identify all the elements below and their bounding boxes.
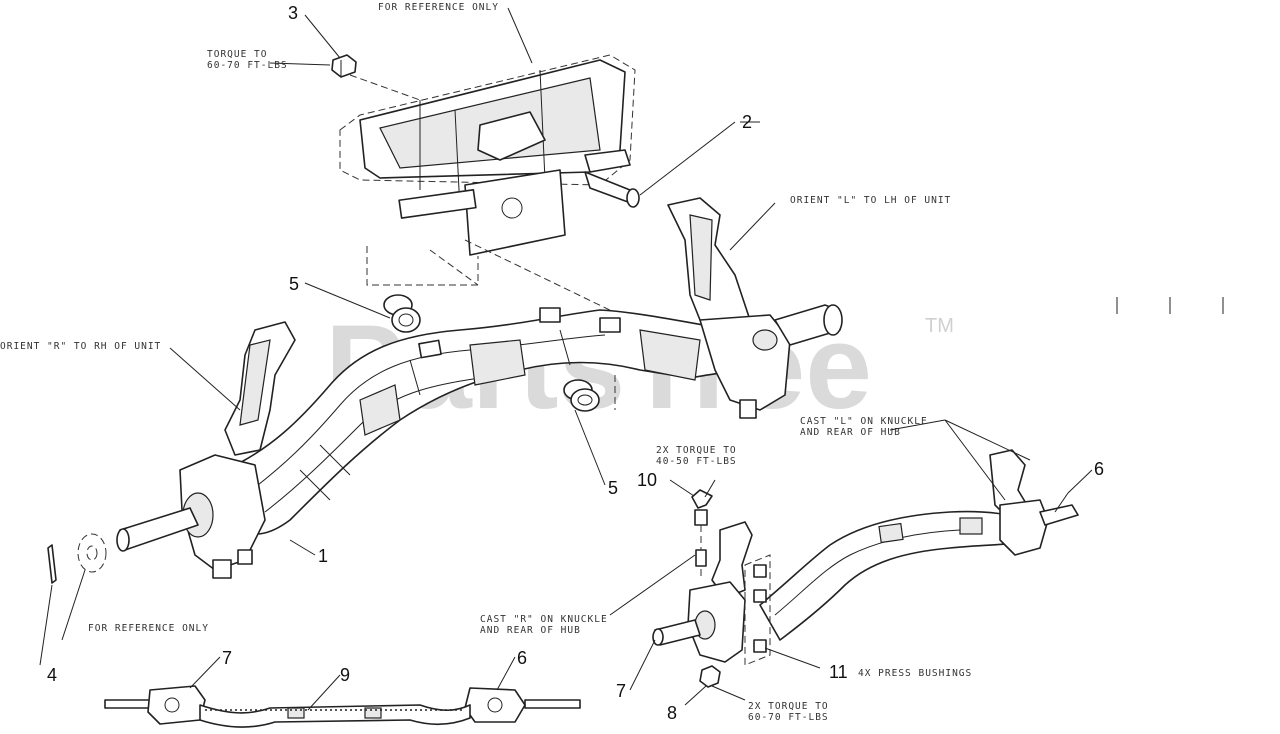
note-torque-10-line2: 40-50 FT-LBS — [656, 456, 737, 467]
lock-nut — [331, 54, 357, 78]
callout-5-upper: 5 — [289, 274, 299, 294]
leader-lines — [39, 7, 1093, 711]
callout-8: 8 — [667, 703, 677, 723]
callout-7-bottom: 7 — [222, 648, 232, 668]
frame-bracket-reference — [339, 54, 636, 256]
note-torque-3-line1: TORQUE TO — [207, 49, 267, 60]
alignment-lines — [349, 74, 621, 410]
note-cast-r-line1: CAST "R" ON KNUCKLE — [480, 614, 608, 625]
pivot-pin — [584, 171, 640, 208]
note-press-bushings: 4X PRESS BUSHINGS — [858, 668, 972, 679]
callout-2: 2 — [742, 112, 752, 132]
callout-11: 11 — [829, 662, 848, 682]
callout-4: 4 — [47, 665, 57, 685]
note-cast-l-line2: AND REAR OF HUB — [800, 427, 901, 438]
note-torque-8-line2: 60-70 FT-LBS — [748, 712, 829, 723]
edge-marks — [1116, 297, 1224, 314]
callout-10: 10 — [637, 470, 657, 490]
cotter-pin — [47, 544, 57, 584]
bushing-lower — [563, 379, 600, 412]
note-cast-l-line1: CAST "L" ON KNUCKLE — [800, 416, 928, 427]
watermark-trademark: TM — [925, 315, 954, 337]
grease-fitting — [691, 489, 713, 580]
bushing-upper — [383, 294, 421, 333]
note-cast-r-line2: AND REAR OF HUB — [480, 625, 581, 636]
callout-3: 3 — [288, 3, 298, 23]
hub-washer-reference — [77, 533, 107, 573]
front-axle-bottom-view — [104, 685, 581, 728]
front-axle-main — [116, 197, 843, 579]
note-torque-3-line2: 60-70 FT-LBS — [207, 60, 288, 71]
callout-5-lower: 5 — [608, 478, 618, 498]
callout-1: 1 — [318, 546, 328, 566]
note-orient-r: ORIENT "R" TO RH OF UNIT — [0, 341, 161, 352]
note-torque-8-line1: 2X TORQUE TO — [748, 701, 829, 712]
note-orient-l: ORIENT "L" TO LH OF UNIT — [790, 195, 951, 206]
callout-9: 9 — [340, 665, 350, 685]
note-torque-10-line1: 2X TORQUE TO — [656, 445, 737, 456]
nut — [699, 665, 721, 688]
note-for-reference-bottom: FOR REFERENCE ONLY — [88, 623, 209, 634]
front-axle-alternate — [652, 449, 1079, 666]
callout-6-upper: 6 — [1094, 459, 1104, 479]
callout-7-right: 7 — [616, 681, 626, 701]
note-for-reference-top: FOR REFERENCE ONLY — [378, 2, 499, 13]
callout-6-bottom: 6 — [517, 648, 527, 668]
